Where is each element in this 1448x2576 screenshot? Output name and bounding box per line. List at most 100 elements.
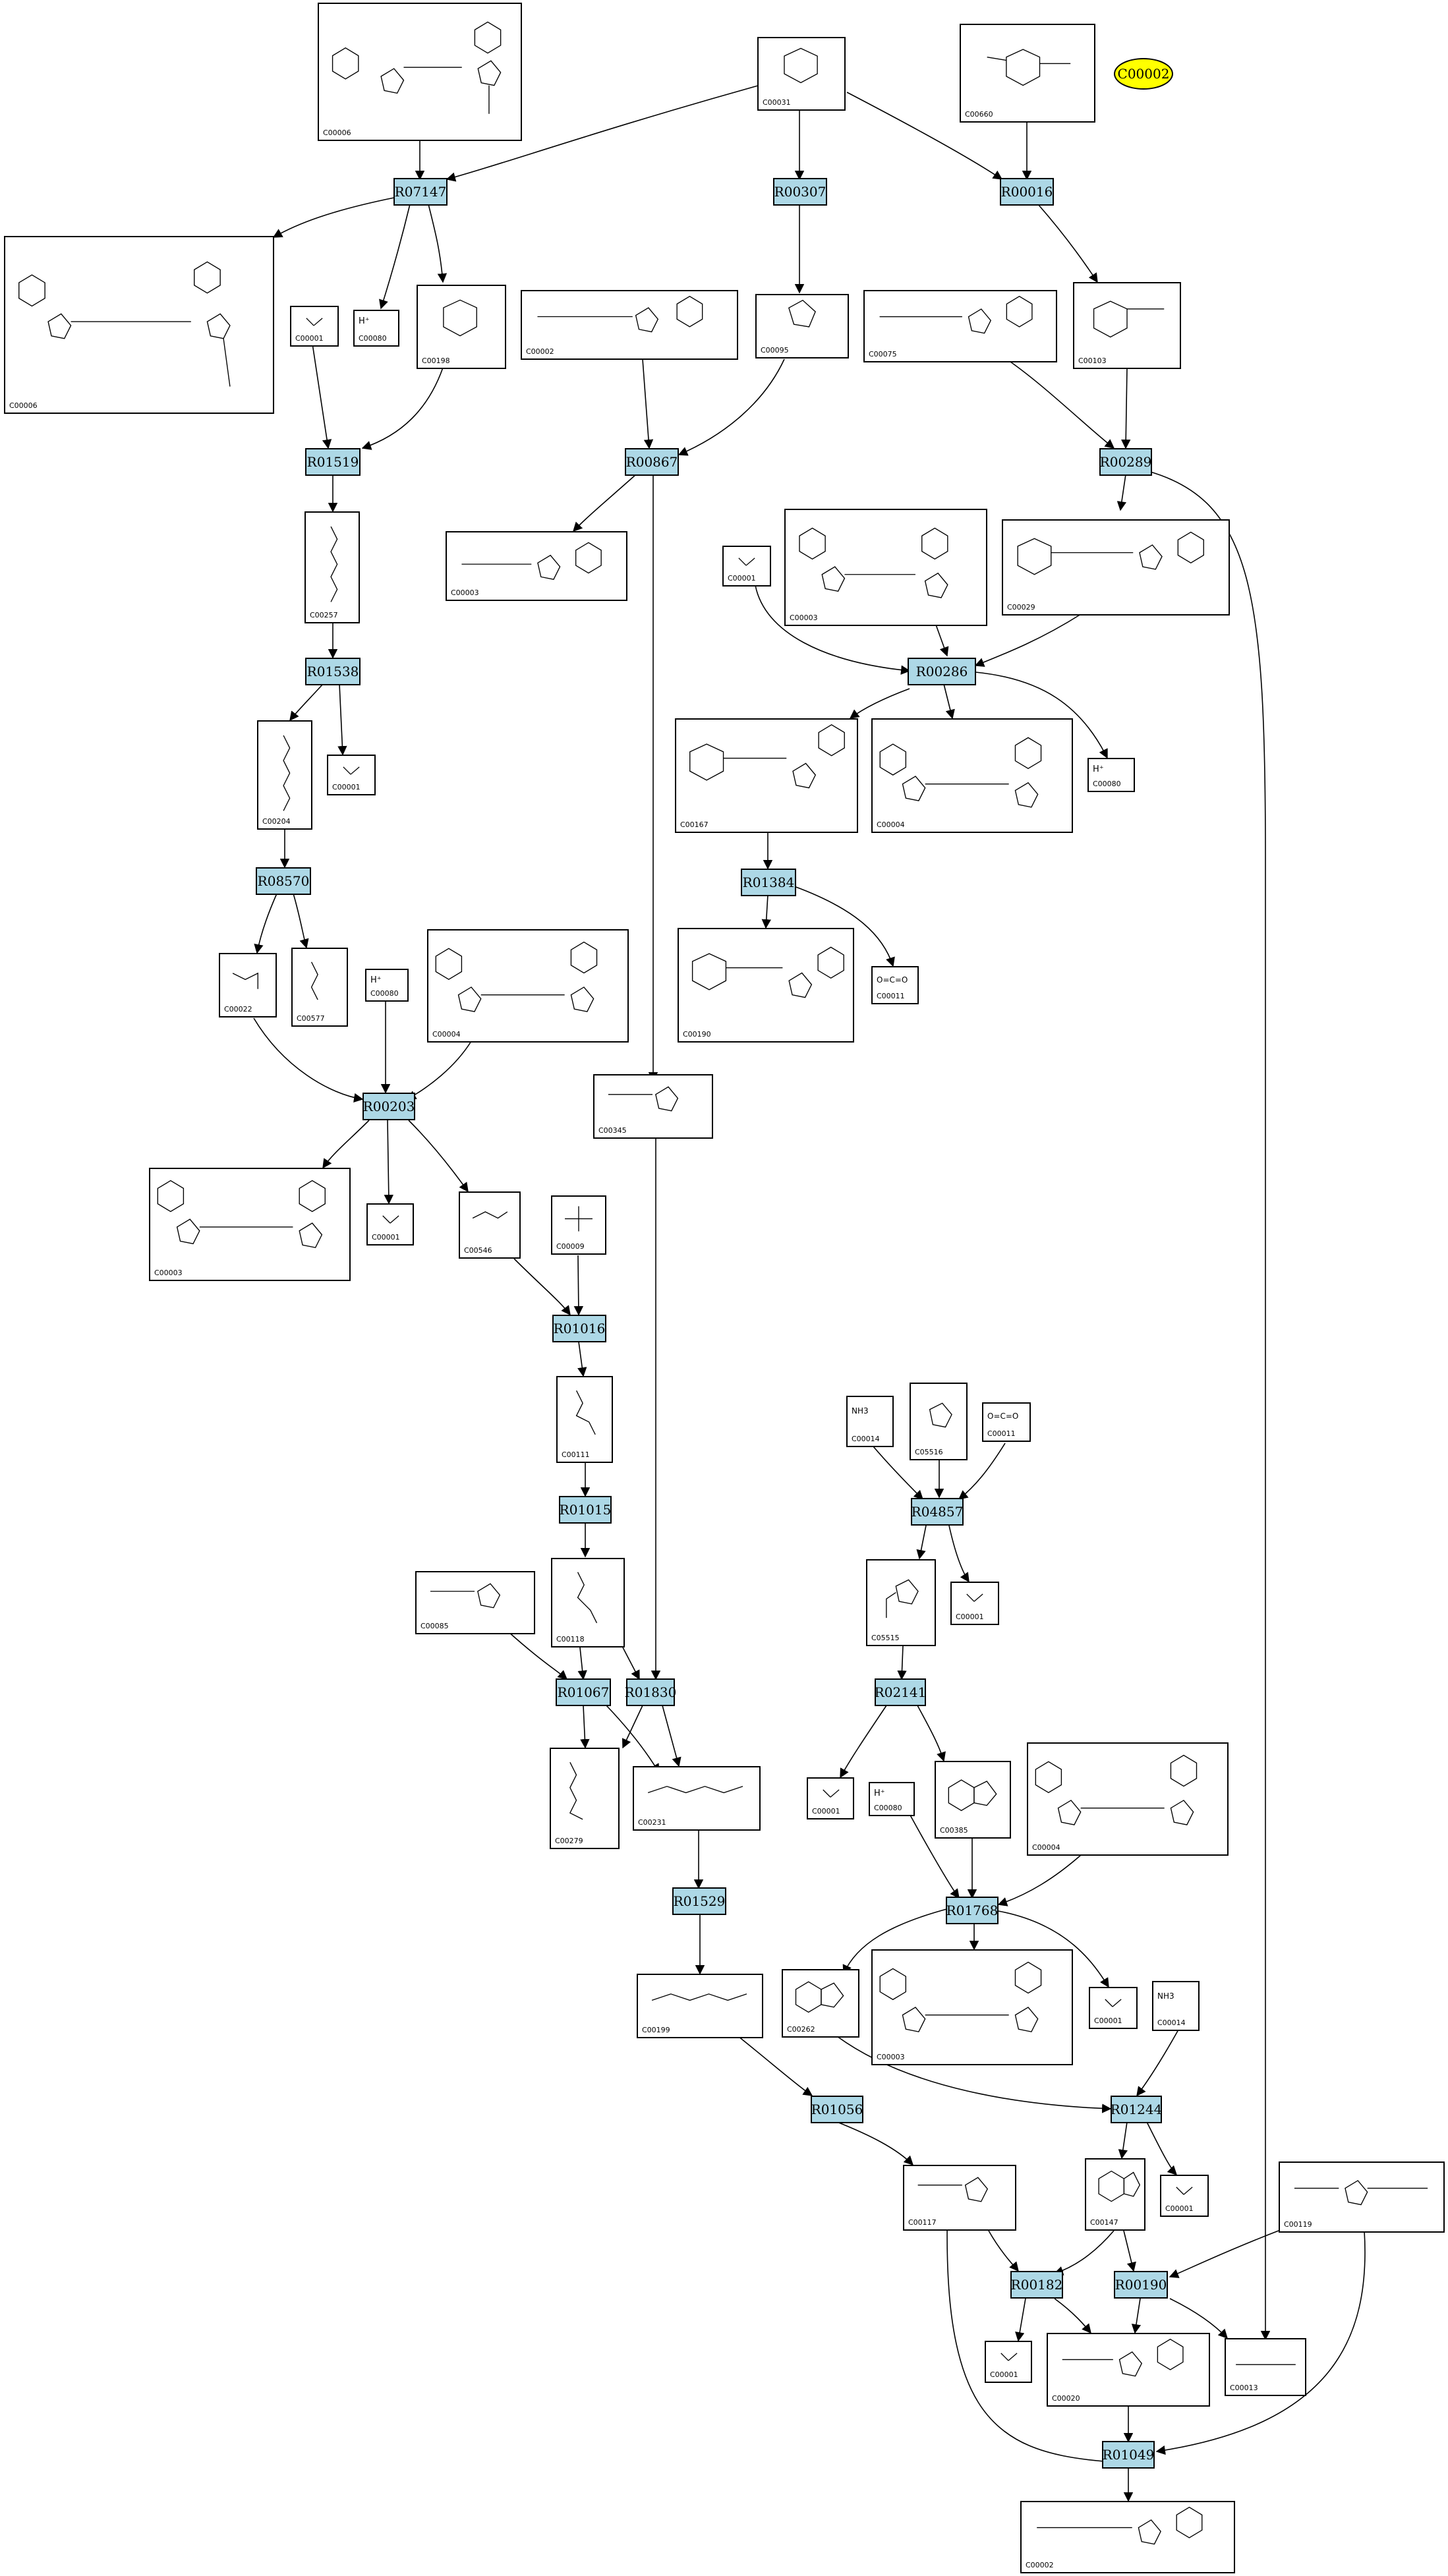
compound-box[interactable]: C00002	[521, 290, 738, 360]
compound-box[interactable]: C00001	[366, 1203, 414, 1245]
reaction-R01056[interactable]: R01056	[811, 2096, 863, 2123]
edge	[1053, 2230, 1115, 2275]
compound-box[interactable]: C00660	[960, 24, 1095, 123]
reaction-R01519[interactable]: R01519	[305, 448, 361, 476]
edge	[916, 1525, 927, 1560]
compound-box[interactable]: C00006	[318, 3, 522, 141]
compound-box[interactable]: C05516	[910, 1383, 968, 1460]
compound-box[interactable]: C00006	[4, 236, 274, 414]
compound-box[interactable]: H⁺ C00080	[353, 310, 399, 347]
structure-icon	[608, 1086, 679, 1112]
reaction-R07147[interactable]: R07147	[393, 178, 448, 206]
reaction-R00867[interactable]: R00867	[625, 448, 679, 476]
compound-box[interactable]: C00031	[757, 37, 846, 111]
compound-box[interactable]: C00577	[291, 948, 348, 1027]
reaction-R01830[interactable]: R01830	[625, 1678, 676, 1706]
compound-box[interactable]: C00385	[935, 1761, 1011, 1839]
structure-icon	[310, 961, 318, 1000]
compound-box[interactable]: C00279	[550, 1748, 620, 1849]
compound-box[interactable]: C00003	[784, 509, 987, 626]
compound-box[interactable]: C00001	[722, 546, 771, 587]
compound-box[interactable]: C00199	[637, 1974, 763, 2038]
compound-box[interactable]: NH3 C00014	[846, 1396, 894, 1447]
compound-box[interactable]: C00002	[1020, 2501, 1235, 2573]
structure-icon	[1105, 1999, 1122, 2007]
compound-box[interactable]: C00345	[593, 1074, 713, 1139]
compound-box[interactable]: C05515	[866, 1559, 936, 1646]
compound-box[interactable]: O=C=O C00011	[982, 1402, 1031, 1442]
reaction-R01768[interactable]: R01768	[946, 1897, 999, 1924]
compound-box[interactable]: C00546	[459, 1191, 521, 1259]
structure-icon	[330, 526, 338, 602]
structure-icon	[577, 1572, 598, 1624]
compound-box[interactable]: C00001	[807, 1777, 854, 1819]
compound-box[interactable]: C00117	[903, 2165, 1016, 2231]
compound-box[interactable]: C00231	[633, 1766, 761, 1831]
compound-box[interactable]: C00204	[257, 720, 312, 830]
structure-icon	[879, 1961, 1042, 2032]
compound-box[interactable]: C00003	[446, 531, 627, 601]
reaction-R01538[interactable]: R01538	[305, 658, 361, 685]
reaction-R01016[interactable]: R01016	[552, 1315, 606, 1342]
edge	[1054, 2298, 1091, 2334]
compound-box[interactable]: C00085	[415, 1571, 535, 1634]
edge	[1155, 2230, 1366, 2455]
compound-box[interactable]: C00001	[950, 1582, 999, 1625]
compound-box[interactable]: C00001	[290, 306, 339, 347]
compound-box[interactable]: C00262	[782, 1969, 859, 2038]
compound-box[interactable]: H⁺ C00080	[1087, 758, 1135, 792]
compound-box[interactable]: C00190	[678, 928, 854, 1043]
compound-box[interactable]: C00003	[149, 1168, 351, 1281]
compound-box[interactable]: NH3 C00014	[1152, 1981, 1200, 2031]
compound-box[interactable]: C00004	[1027, 1742, 1229, 1856]
compound-box[interactable]: C00147	[1085, 2158, 1145, 2231]
compound-box[interactable]: C00029	[1002, 519, 1230, 615]
compound-box[interactable]: C00075	[863, 290, 1057, 362]
reaction-R02141[interactable]: R02141	[875, 1678, 926, 1706]
compound-box[interactable]: C00022	[219, 953, 277, 1017]
reaction-R01015[interactable]: R01015	[559, 1496, 612, 1524]
compound-box[interactable]: C00118	[551, 1558, 625, 1647]
compound-box[interactable]: C00167	[675, 718, 858, 833]
reaction-R00016[interactable]: R00016	[1000, 178, 1054, 206]
reaction-R08570[interactable]: R08570	[256, 867, 311, 895]
reaction-R00307[interactable]: R00307	[773, 178, 827, 206]
compound-box[interactable]: C00001	[1160, 2175, 1209, 2217]
edge	[580, 1705, 590, 1749]
node-oval-C00002[interactable]: C00002	[1114, 58, 1173, 90]
compound-box[interactable]: C00004	[871, 718, 1073, 833]
compound-box[interactable]: C00013	[1225, 2338, 1306, 2396]
compound-box[interactable]: C00004	[427, 929, 629, 1043]
edge	[958, 1443, 1006, 1500]
compound-box[interactable]: H⁺ C00080	[869, 1782, 915, 1816]
reaction-R01244[interactable]: R01244	[1111, 2096, 1162, 2123]
reaction-R00203[interactable]: R00203	[362, 1093, 415, 1120]
edge	[755, 585, 911, 675]
compound-box[interactable]: C00119	[1279, 2161, 1445, 2233]
compound-box[interactable]: C00001	[327, 755, 376, 795]
compound-box[interactable]: O=C=O C00011	[871, 966, 919, 1004]
reaction-R01049[interactable]: R01049	[1102, 2441, 1155, 2469]
compound-box[interactable]: C00009	[551, 1195, 606, 1255]
compound-box[interactable]: C00198	[417, 285, 506, 369]
reaction-R00190[interactable]: R00190	[1114, 2271, 1168, 2299]
compound-box[interactable]: C00001	[1089, 1987, 1138, 2029]
reaction-R00286[interactable]: R00286	[908, 658, 976, 685]
compound-box[interactable]: C00103	[1073, 282, 1181, 369]
compound-box[interactable]: C00111	[556, 1376, 613, 1463]
structure-icon	[788, 299, 816, 328]
reaction-R01067[interactable]: R01067	[556, 1678, 611, 1706]
compound-box[interactable]: C00095	[755, 294, 849, 358]
reaction-R01529[interactable]: R01529	[672, 1887, 726, 1915]
reaction-R04857[interactable]: R04857	[911, 1498, 964, 1526]
reaction-R00289[interactable]: R00289	[1099, 448, 1152, 476]
compound-box[interactable]: C00003	[871, 1949, 1073, 2065]
reaction-R01384[interactable]: R01384	[741, 869, 796, 896]
compound-box[interactable]: C00257	[304, 511, 360, 623]
reaction-R00182[interactable]: R00182	[1010, 2271, 1063, 2299]
compound-box[interactable]: C00001	[985, 2341, 1032, 2383]
compound-box[interactable]: H⁺ C00080	[365, 969, 409, 1002]
compound-box[interactable]: C00020	[1047, 2333, 1210, 2407]
edge	[406, 1041, 472, 1100]
edge	[943, 683, 955, 720]
